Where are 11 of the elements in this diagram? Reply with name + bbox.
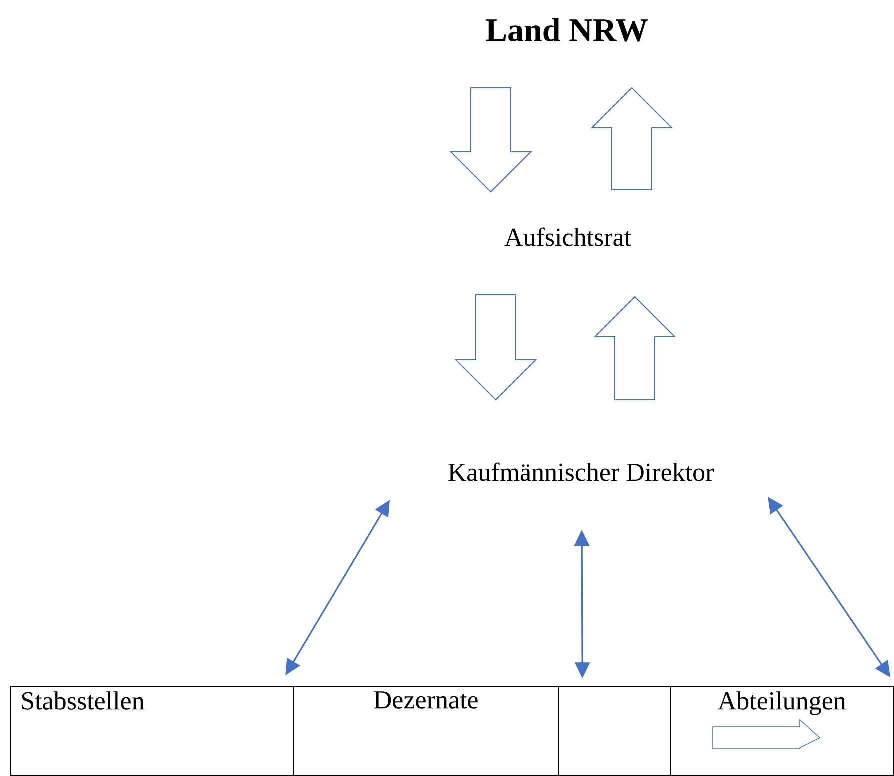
block-arrow (594, 296, 676, 400)
table-cell: Stabsstellen (10, 686, 294, 776)
heading: Land NRW (486, 18, 648, 42)
block-arrow (454, 294, 538, 401)
table-cell (558, 686, 672, 776)
table-cell: Dezernate (293, 686, 560, 776)
block-arrow (590, 87, 674, 190)
block-arrow (450, 88, 532, 193)
node-label: Aufsichtsrat (504, 228, 632, 246)
node-label: Kaufmännischer Direktor (448, 462, 714, 482)
table-cell: Abteilungen (670, 686, 894, 776)
